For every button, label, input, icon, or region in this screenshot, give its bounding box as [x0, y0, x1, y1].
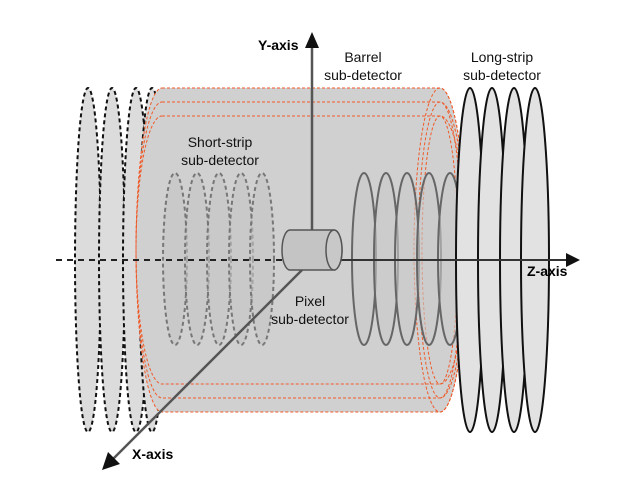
x-axis-line — [111, 259, 313, 461]
z-axis — [56, 253, 580, 267]
barrel-label-line1: Barrel — [344, 49, 381, 65]
z-axis-arrowhead — [566, 253, 580, 267]
pixel-cylinder-end — [325, 229, 343, 271]
y-axis-arrowhead — [305, 32, 319, 48]
barrel-label-line2: sub-detector — [324, 67, 402, 83]
short-strip-label-line1: Short-strip — [188, 134, 253, 150]
y-axis — [305, 32, 319, 260]
long-strip-label-line2: sub-detector — [463, 67, 541, 83]
pixel-label-line2: sub-detector — [271, 311, 349, 327]
x-axis-arrowhead — [102, 452, 120, 470]
short-strip-disk — [249, 172, 275, 346]
short-strip-label-line2: sub-detector — [181, 152, 259, 168]
pixel-sub-detector — [281, 229, 343, 271]
z-axis-label: Z-axis — [527, 263, 568, 279]
long-strip-label-line1: Long-strip — [471, 49, 533, 65]
x-axis — [102, 259, 313, 470]
y-axis-label: Y-axis — [258, 37, 299, 53]
pixel-label-line1: Pixel — [295, 293, 325, 309]
x-axis-label: X-axis — [132, 446, 173, 462]
short-strip-disks — [162, 172, 275, 346]
